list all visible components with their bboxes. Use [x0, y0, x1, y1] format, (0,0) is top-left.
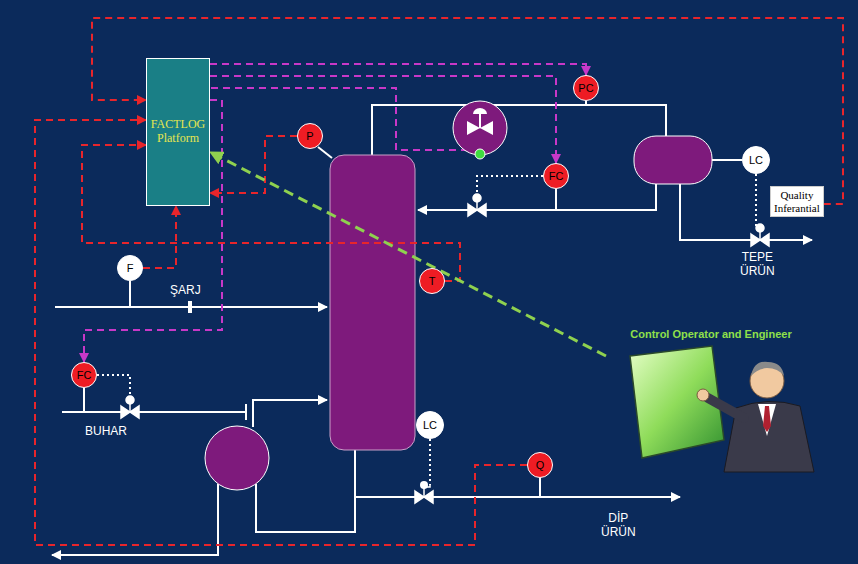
- node-label: Quality Inferantial: [774, 189, 820, 214]
- node-label: F: [127, 262, 134, 275]
- steam-label: BUHAR: [85, 424, 127, 438]
- node-label: LC: [423, 419, 437, 432]
- signal-connector: [210, 64, 586, 75]
- level-controller: LC: [742, 146, 770, 174]
- operator-figure: Control Operator and Engineer: [606, 328, 816, 473]
- signal-connector: [35, 120, 527, 545]
- pressure-controller: PC: [573, 75, 599, 101]
- node-label: FC: [549, 170, 564, 183]
- signal-connector: [82, 145, 460, 281]
- node-label: PC: [578, 82, 593, 95]
- node-label: FACTLOG Platform: [151, 118, 205, 146]
- signal-connector: [143, 206, 176, 268]
- product-label: DİP ÜRÜN: [601, 511, 636, 540]
- node-label: FC: [77, 369, 92, 382]
- node-label: Control Operator and Engineer: [630, 328, 791, 341]
- node-label: P: [306, 130, 313, 143]
- quality-analyzer: Q: [527, 452, 553, 478]
- quality-box: Quality Inferantial: [770, 186, 824, 217]
- signal-connector: [210, 76, 556, 163]
- node-label: T: [429, 275, 436, 288]
- signal-connector: [210, 152, 606, 356]
- node-label: Q: [536, 459, 545, 472]
- flow-controller: FC: [71, 362, 97, 388]
- signal-connector: [210, 136, 297, 193]
- node-label: LC: [749, 154, 763, 167]
- flow-controller: FC: [543, 163, 569, 189]
- level-controller: LC: [416, 411, 444, 439]
- pressure-indicator: P: [297, 123, 323, 149]
- flow-indicator: F: [117, 255, 143, 281]
- platform-box: FACTLOG Platform: [146, 58, 210, 206]
- feed-label: ŞARJ: [170, 283, 201, 297]
- temperature-indicator: T: [419, 268, 445, 294]
- product-label: TEPE ÜRÜN: [740, 250, 775, 279]
